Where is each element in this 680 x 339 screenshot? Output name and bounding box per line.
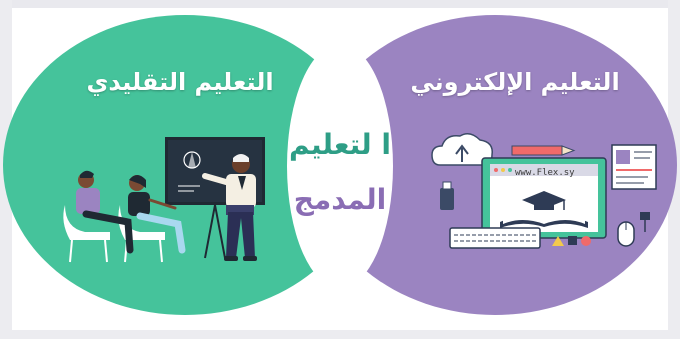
plug-icon [640, 212, 650, 232]
shapes-icon [552, 236, 591, 246]
mouse-icon [617, 221, 635, 247]
blended-learning-title-line2: المدمج [293, 183, 387, 216]
book-icon [500, 213, 588, 228]
graduation-cap-icon [522, 191, 566, 210]
blended-learning-title-line1: ا لتعليم [289, 128, 391, 161]
e-learning-title: التعليم الإلكتروني [410, 68, 620, 96]
teacher-illustration [165, 137, 265, 261]
pencil-icon [511, 145, 576, 156]
students-illustration [63, 170, 186, 263]
cloud-upload-icon [431, 133, 493, 166]
traditional-learning-title: التعليم التقليدي [86, 68, 274, 96]
usb-drive-icon [440, 181, 454, 210]
browser-url-text: www.Flex.sy [515, 168, 575, 178]
keyboard-icon [449, 227, 541, 249]
side-panel-icon [611, 144, 657, 190]
